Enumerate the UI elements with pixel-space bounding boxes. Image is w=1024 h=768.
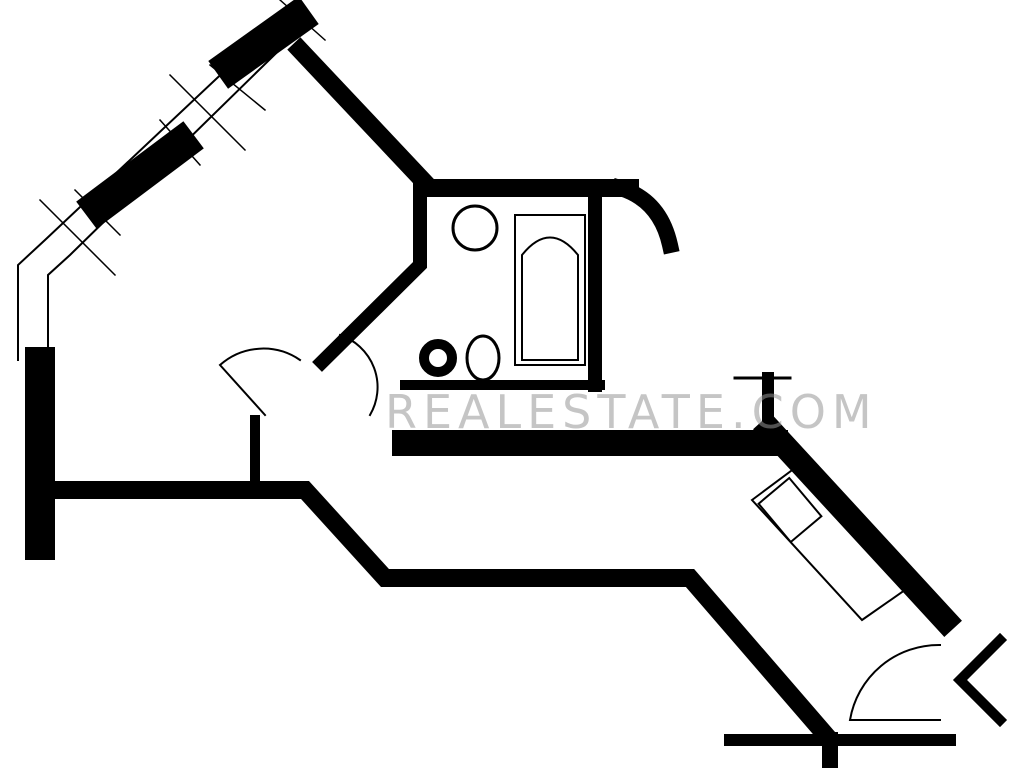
bathtub-inner [521, 236, 579, 361]
wall-hall-diagonal [753, 413, 962, 637]
sink [451, 204, 499, 252]
bidet [419, 339, 457, 377]
bathtub [514, 214, 586, 366]
entrance-arrow [952, 632, 1008, 728]
outer-wall-pier-1 [76, 121, 204, 229]
outer-wall-window-thin-inner [47, 18, 312, 361]
outer-wall-pier-2 [208, 0, 319, 89]
outer-wall-window-thin [17, 0, 302, 361]
kitchen-stove [757, 476, 823, 544]
door-living [218, 347, 302, 417]
wall-bath-curve [610, 178, 680, 255]
wall-corridor-bottom [41, 481, 843, 753]
door-entrance [848, 643, 942, 721]
window-ticks [38, 0, 327, 277]
watermark: REALESTATE.COM [385, 385, 878, 439]
door-bath [338, 333, 379, 417]
toilet [465, 334, 501, 382]
wall-bath-left [312, 183, 427, 372]
wall-living-bath [287, 37, 639, 197]
kitchen-counter [750, 466, 907, 622]
